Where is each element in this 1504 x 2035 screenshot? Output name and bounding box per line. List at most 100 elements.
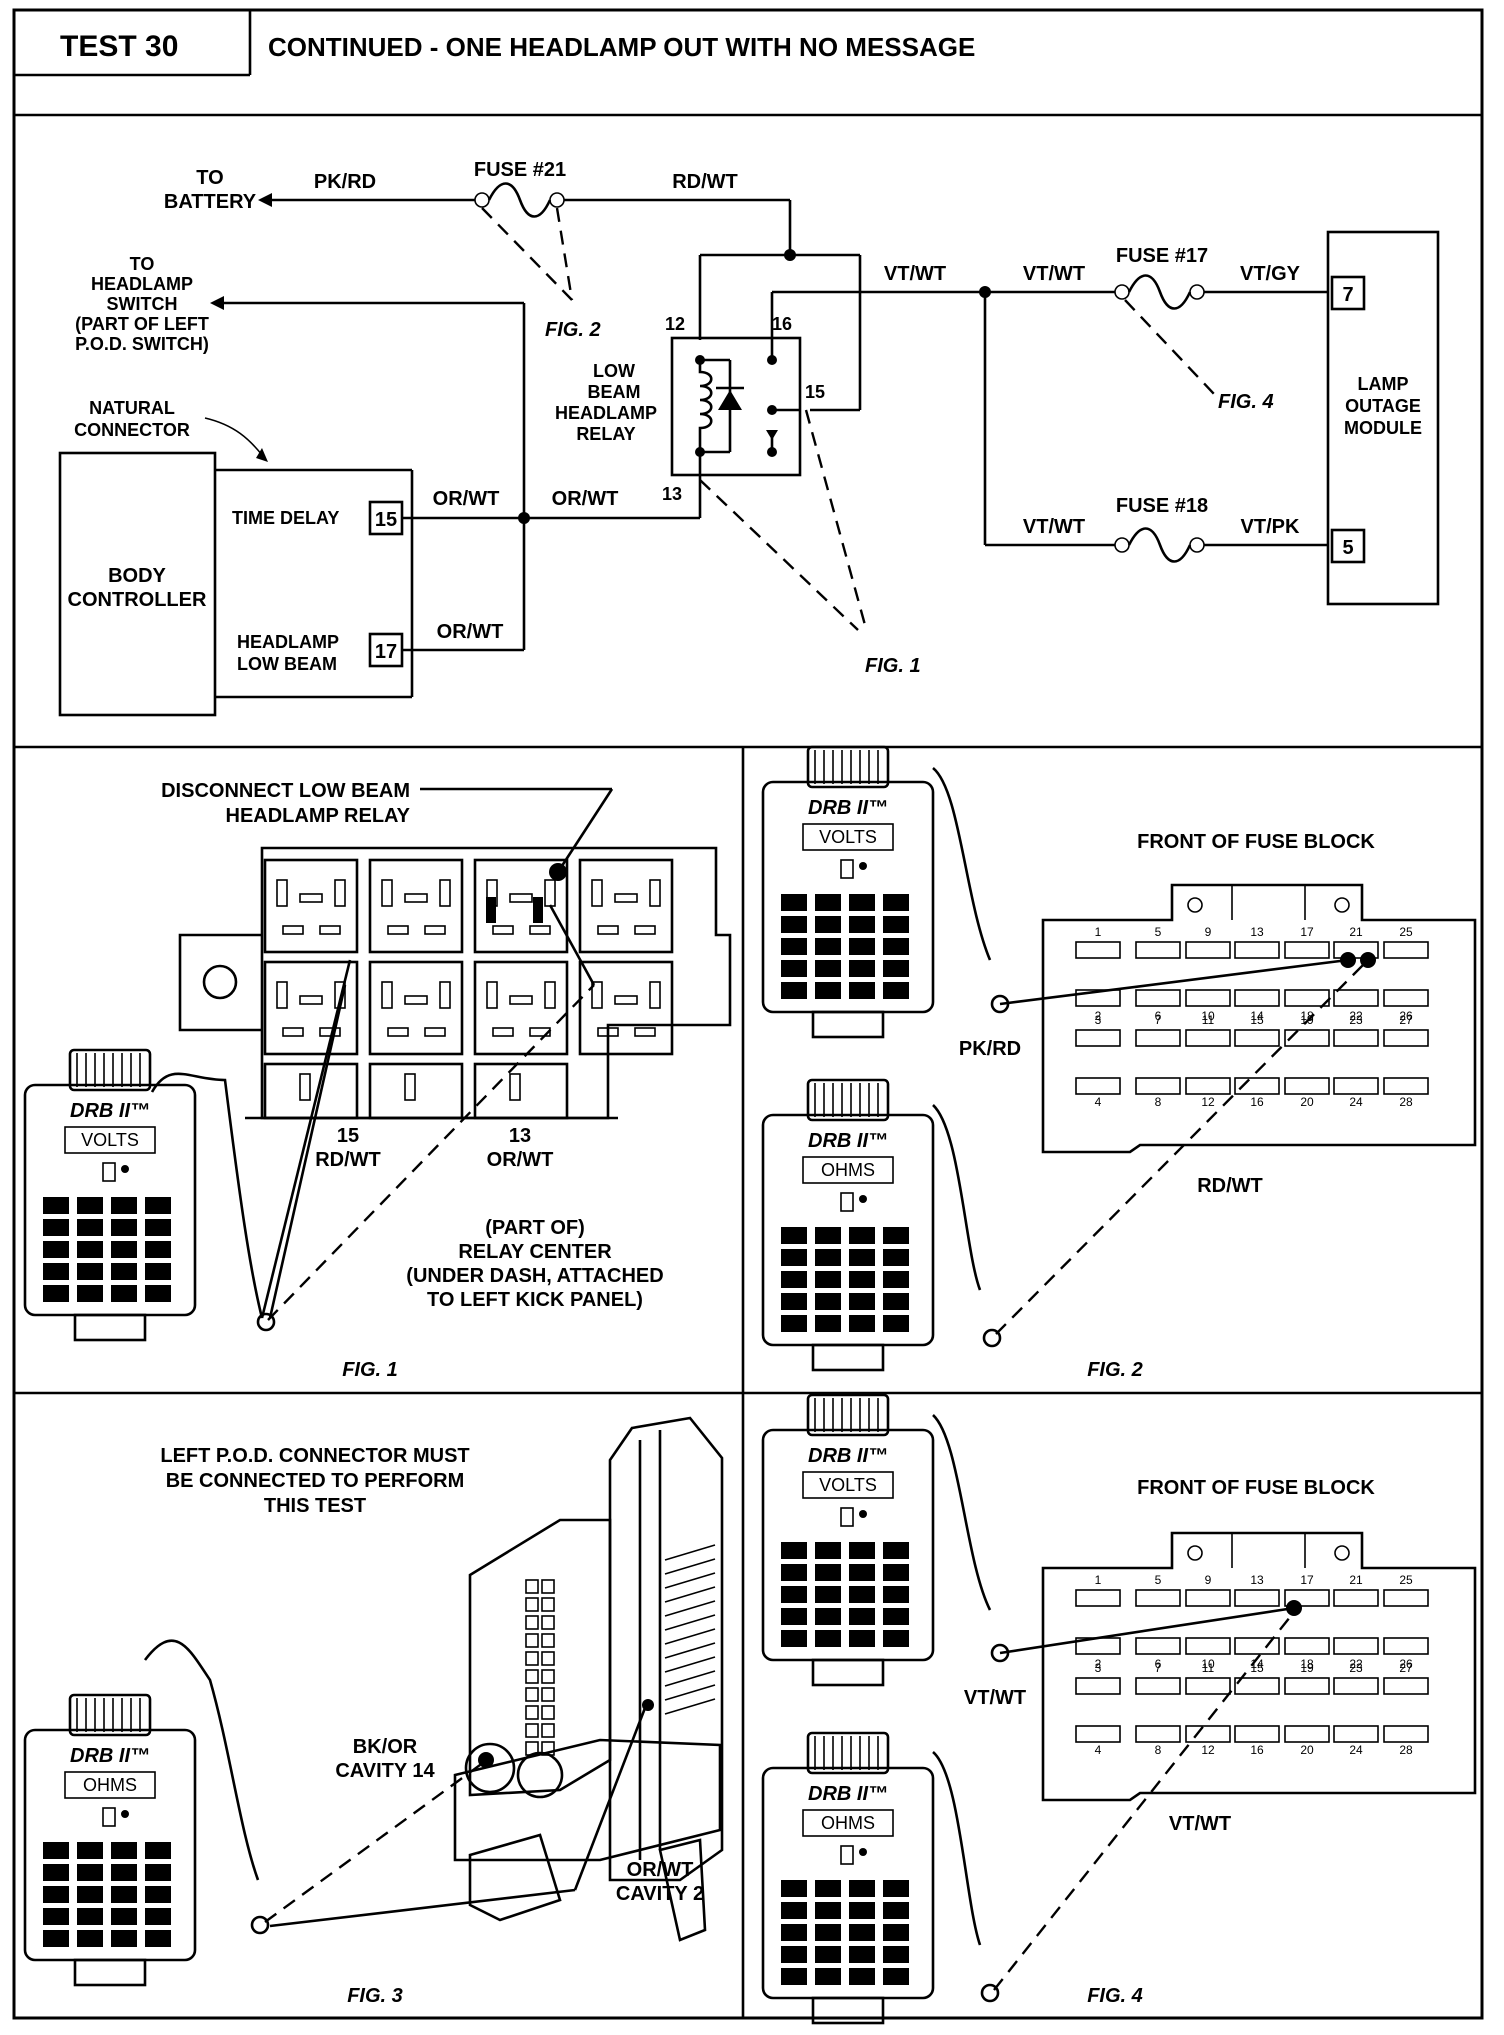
fuse-number: 12 bbox=[1201, 1743, 1215, 1757]
meter-key bbox=[77, 1241, 103, 1258]
meter-key bbox=[145, 1864, 171, 1881]
fuse-slot bbox=[1284, 989, 1330, 1007]
fuse-slot bbox=[1333, 1589, 1379, 1607]
meter-connector bbox=[806, 1731, 890, 1775]
meter-key bbox=[77, 1219, 103, 1236]
lom-pin-5: 5 bbox=[1342, 537, 1353, 559]
fuse-number: 11 bbox=[1202, 1661, 1215, 1675]
fig3-note-3: THIS TEST bbox=[264, 1495, 366, 1517]
meter-key bbox=[111, 1241, 137, 1258]
lom-label-1: LAMP bbox=[1358, 374, 1409, 394]
meter-key bbox=[815, 1630, 841, 1647]
relay-box bbox=[670, 336, 802, 477]
meter-mode: VOLTS bbox=[819, 1475, 877, 1495]
fig1-callout-1: DISCONNECT LOW BEAM bbox=[161, 780, 410, 802]
arrow-to-battery-icon bbox=[258, 193, 272, 207]
meter-key bbox=[111, 1263, 137, 1280]
fig4-wire-a: VT/WT bbox=[964, 1687, 1026, 1709]
pin-15: 15 bbox=[375, 509, 397, 531]
meter-key bbox=[145, 1886, 171, 1903]
fuse-number: 8 bbox=[1155, 1743, 1162, 1757]
fuse-number: 13 bbox=[1250, 1573, 1264, 1587]
relay-center-4: TO LEFT KICK PANEL) bbox=[427, 1289, 643, 1311]
fuse-number: 6 bbox=[1155, 1657, 1162, 1671]
body-controller-box bbox=[58, 451, 217, 717]
wire-vt-wt-b: VT/WT bbox=[1023, 263, 1085, 285]
lom-pin-7-box bbox=[1330, 275, 1366, 311]
pod-cavity bbox=[541, 1669, 555, 1684]
relay-socket bbox=[473, 960, 569, 1056]
meter-key bbox=[883, 1542, 909, 1559]
wire-pk-rd: PK/RD bbox=[314, 171, 376, 193]
fuse-slot bbox=[1185, 1725, 1231, 1743]
fuse-slot bbox=[1333, 1725, 1379, 1743]
meter-key bbox=[77, 1864, 103, 1881]
meter-key bbox=[883, 1630, 909, 1647]
meter-key bbox=[111, 1908, 137, 1925]
lom-label-3: MODULE bbox=[1344, 418, 1422, 438]
meter-key bbox=[849, 1608, 875, 1625]
fig3-note-2: BE CONNECTED TO PERFORM bbox=[166, 1470, 465, 1492]
meter-key bbox=[815, 938, 841, 955]
meter-key bbox=[815, 982, 841, 999]
fuse-number: 20 bbox=[1300, 1095, 1314, 1109]
fuse-slot bbox=[1075, 989, 1121, 1007]
meter-key bbox=[883, 982, 909, 999]
fuse-number: 14 bbox=[1250, 1009, 1264, 1023]
relay-center-2: RELAY CENTER bbox=[458, 1241, 612, 1263]
meter-key bbox=[883, 1271, 909, 1288]
fig4-wire-b: VT/WT bbox=[1169, 1813, 1231, 1835]
fuse-slot bbox=[1185, 1029, 1231, 1047]
meter-display bbox=[64, 1771, 156, 1799]
meter-key bbox=[781, 1227, 807, 1244]
fuse-slot bbox=[1333, 1029, 1379, 1047]
meter-key bbox=[111, 1930, 137, 1947]
fuse-slot bbox=[1185, 1637, 1231, 1655]
fig2-wire-pk-rd: PK/RD bbox=[959, 1038, 1021, 1060]
fig2-wire-rd-wt: RD/WT bbox=[1197, 1175, 1263, 1197]
relay-socket bbox=[578, 858, 674, 954]
meter-key bbox=[883, 894, 909, 911]
meter-key bbox=[43, 1285, 69, 1302]
meter-key bbox=[43, 1908, 69, 1925]
meter-key bbox=[815, 1227, 841, 1244]
fuse-slot bbox=[1185, 1077, 1231, 1095]
fig1-cavity-13-wire: OR/WT bbox=[487, 1149, 554, 1171]
meter-key bbox=[781, 1946, 807, 1963]
fuse-slot bbox=[1333, 1637, 1379, 1655]
meter-key bbox=[77, 1886, 103, 1903]
meter-connector bbox=[68, 1693, 152, 1737]
meter-key bbox=[815, 1271, 841, 1288]
fuse-number: 9 bbox=[1205, 1573, 1212, 1587]
meter-key bbox=[883, 1902, 909, 1919]
meter-connector bbox=[68, 1048, 152, 1092]
fuse-slot bbox=[1135, 941, 1181, 959]
lamp-outage-module-box bbox=[1326, 230, 1440, 606]
fuse-number: 24 bbox=[1349, 1743, 1363, 1757]
relay-socket bbox=[473, 858, 569, 954]
headlamp-switch-label-4: (PART OF LEFT bbox=[75, 314, 209, 334]
natural-connector-label-1: NATURAL bbox=[89, 398, 175, 418]
meter-key bbox=[849, 1946, 875, 1963]
relay-label-4: RELAY bbox=[576, 424, 635, 444]
fig3-caption: FIG. 3 bbox=[347, 1985, 403, 2007]
meter-key bbox=[781, 1902, 807, 1919]
meter-key bbox=[849, 1630, 875, 1647]
wire-vt-pk: VT/PK bbox=[1241, 516, 1300, 538]
schematic: TO BATTERY PK/RD FUSE #21 RD/WT FIG. 2 T… bbox=[58, 159, 1440, 717]
meter-mode: OHMS bbox=[821, 1813, 875, 1833]
meter-key bbox=[815, 1924, 841, 1941]
fig4-caption: FIG. 4 bbox=[1087, 1985, 1143, 2007]
meter-connector bbox=[806, 1393, 890, 1437]
fuse-number: 9 bbox=[1205, 925, 1212, 939]
lom-label-2: OUTAGE bbox=[1345, 396, 1421, 416]
meter-key bbox=[77, 1197, 103, 1214]
meter-key bbox=[43, 1241, 69, 1258]
fig1-probe-lead bbox=[150, 1072, 264, 1319]
test-label: TEST 30 bbox=[60, 30, 178, 63]
meter-key bbox=[781, 1586, 807, 1603]
fuse-number: 28 bbox=[1399, 1743, 1413, 1757]
fuse-number: 3 bbox=[1095, 1013, 1102, 1027]
natural-connector-label-2: CONNECTOR bbox=[74, 420, 190, 440]
